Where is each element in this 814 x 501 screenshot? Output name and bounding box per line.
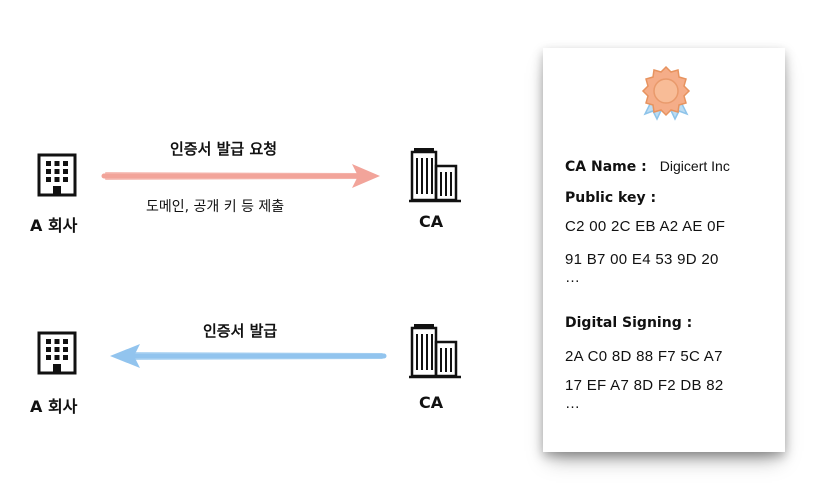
company-a-label: A 회사 xyxy=(30,397,78,416)
request-arrow xyxy=(101,164,380,188)
ca-label: CA xyxy=(419,393,444,412)
digital-signing-value: 2A C0 8D 88 F7 5C A7 17 EF A7 8D F2 DB 8… xyxy=(565,344,724,412)
request-flow-subtitle: 도메인, 공개 키 등 제출 xyxy=(146,199,285,215)
digital-signing-label: Digital Signing : xyxy=(565,315,693,331)
ca-label: CA xyxy=(419,212,444,231)
company-a-label: A 회사 xyxy=(30,216,78,235)
request-flow-title: 인증서 발급 요청 xyxy=(170,140,278,158)
digital-signing-line: 17 EF A7 8D F2 DB 82 xyxy=(565,377,724,394)
ca-office-building-icon xyxy=(409,322,461,380)
issue-arrow xyxy=(110,344,387,368)
public-key-value: C2 00 2C EB A2 AE 0F 91 B7 00 E4 53 9D 2… xyxy=(565,214,726,286)
public-key-line: C2 00 2C EB A2 AE 0F xyxy=(565,218,726,235)
company-building-icon xyxy=(36,153,78,197)
ca-name-value: Digicert Inc xyxy=(659,158,730,174)
certificate-card: CA Name : Digicert Inc Public key : C2 0… xyxy=(543,48,785,452)
public-key-label: Public key : xyxy=(565,190,657,206)
issue-flow-title: 인증서 발급 xyxy=(203,322,278,340)
public-key-ellipsis: … xyxy=(565,269,581,286)
digital-signing-line: 2A C0 8D 88 F7 5C A7 xyxy=(565,348,723,365)
digital-signing-ellipsis: … xyxy=(565,395,581,412)
ca-name-row: CA Name : Digicert Inc xyxy=(565,156,730,175)
ca-office-building-icon xyxy=(409,146,461,204)
award-ribbon-icon xyxy=(637,64,695,122)
ca-name-key: CA Name : xyxy=(565,159,647,175)
company-building-icon xyxy=(36,331,78,375)
public-key-line: 91 B7 00 E4 53 9D 20 xyxy=(565,251,719,268)
